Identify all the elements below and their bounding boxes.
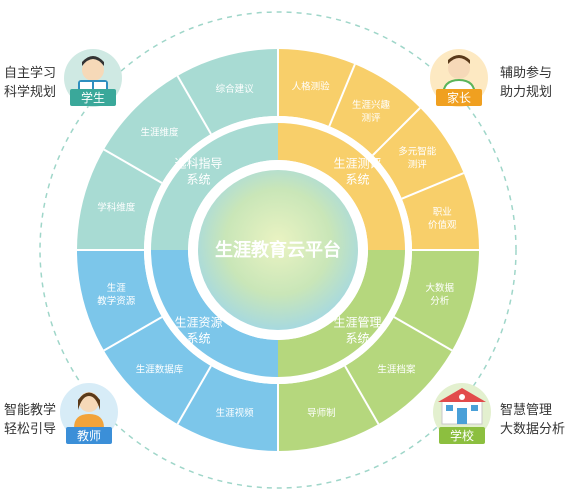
outer-label-green-1: 生涯档案 [377, 363, 416, 375]
teacher-badge: 教师 [60, 383, 118, 444]
student-badge: 学生 [64, 49, 122, 107]
inner-label-line: 生涯测评 [334, 156, 382, 170]
outer-ring-separators [77, 49, 479, 451]
outer-label-line: 职业 [433, 207, 452, 218]
outer-sector-blue [77, 250, 278, 451]
inner-sector-green [278, 250, 405, 377]
teacher-badge-label-bg [66, 427, 112, 444]
outer-label-teal-1: 生涯维度 [141, 127, 180, 139]
outer-separator [328, 63, 356, 127]
parent-badge: 家长 [430, 49, 488, 107]
outer-label-orange-3: 职业价值观 [428, 207, 457, 231]
inner-label-line: 系统 [186, 172, 210, 186]
inner-label-green: 生涯管理系统 [334, 315, 382, 346]
outer-label-line: 测评 [362, 113, 382, 124]
parent-badge-label-bg [436, 89, 482, 106]
inner-label-line: 系统 [346, 172, 370, 186]
outer-label-line: 教学资源 [97, 295, 136, 307]
hub-title: 生涯教育云平台 [215, 239, 341, 261]
outer-ring-labels: 学科维度生涯维度综合建议人格测验生涯兴趣测评多元智能测评职业价值观大数据分析生涯… [97, 81, 457, 419]
outer-label-line: 学科维度 [97, 202, 136, 214]
orbit-dashed-ring [39, 11, 517, 489]
school-icon [438, 388, 486, 425]
hub-circle [198, 170, 358, 330]
outer-label-line: 生涯兴趣 [352, 99, 391, 111]
outer-separator [372, 107, 421, 156]
outer-label-teal-0: 学科维度 [97, 202, 136, 214]
inner-sector-orange [278, 123, 405, 250]
outer-label-teal-2: 综合建议 [216, 83, 255, 95]
inner-label-line: 生涯管理 [334, 315, 382, 330]
outer-label-line: 生涯 [107, 282, 127, 294]
teacher-caption: 智能教学 轻松引导 [4, 401, 56, 439]
outer-label-blue-2: 生涯教学资源 [97, 282, 136, 307]
outer-separator [176, 365, 212, 425]
inner-sector-blue [151, 250, 278, 377]
teacher-icon [74, 392, 104, 428]
outer-sector-teal [77, 49, 278, 250]
outer-label-line: 生涯维度 [141, 127, 180, 139]
outer-label-orange-2: 多元智能测评 [398, 145, 437, 170]
outer-label-green-2: 导师制 [307, 407, 336, 419]
outer-label-blue-1: 生涯数据库 [136, 363, 184, 375]
outer-separator [344, 365, 380, 425]
student-caption-line-1: 自主学习 [4, 66, 57, 81]
inner-sector-teal [151, 123, 278, 250]
inner-label-line: 选科指导 [174, 155, 222, 170]
outer-label-line: 价值观 [428, 219, 457, 231]
outer-label-line: 生涯数据库 [136, 363, 184, 375]
inner-label-teal: 选科指导系统 [174, 155, 222, 186]
student-caption-line-2: 科学规划 [4, 85, 57, 100]
inner-label-blue: 生涯资源系统 [174, 316, 222, 346]
outer-label-line: 人格测验 [292, 81, 331, 93]
outer-label-line: 生涯档案 [377, 363, 416, 375]
outer-label-blue-0: 生涯视频 [216, 407, 255, 419]
school-badge: 学校 [433, 383, 491, 444]
school-caption: 智慧管理 大数据分析 [500, 401, 565, 439]
outer-separator [393, 316, 453, 352]
outer-separator [103, 316, 163, 352]
outer-label-orange-0: 人格测验 [292, 81, 331, 93]
outer-separator [401, 172, 465, 200]
teacher-caption-line-2: 轻松引导 [4, 422, 57, 437]
outer-label-line: 综合建议 [216, 83, 255, 95]
outer-label-line: 生涯视频 [216, 407, 255, 419]
outer-label-line: 导师制 [307, 407, 336, 419]
outer-label-green-0: 大数据分析 [426, 282, 455, 307]
parent-badge-label: 家长 [447, 90, 471, 105]
school-badge-label-bg [439, 427, 485, 444]
student-badge-label: 学生 [81, 90, 105, 105]
outer-label-line: 大数据 [426, 282, 455, 294]
inner-label-line: 生涯资源 [174, 316, 222, 330]
outer-label-line: 测评 [408, 159, 428, 170]
student-badge-label-bg [70, 89, 116, 106]
inner-label-line: 系统 [346, 332, 370, 346]
outer-label-line: 分析 [430, 295, 450, 307]
parent-caption-line-2: 助力规划 [500, 85, 553, 100]
teacher-badge-label: 教师 [77, 428, 101, 443]
outer-sector-green [278, 250, 479, 451]
school-badge-label: 学校 [450, 428, 474, 443]
outer-label-line: 多元智能 [398, 145, 437, 157]
parent-caption-line-1: 辅助参与 [500, 66, 553, 81]
school-caption-line-1: 智慧管理 [500, 403, 553, 418]
school-caption-line-2: 大数据分析 [500, 422, 566, 437]
student-caption: 自主学习 科学规划 [4, 64, 56, 102]
outer-separator [103, 148, 163, 184]
outer-label-orange-1: 生涯兴趣测评 [352, 99, 391, 124]
outer-separator [176, 75, 212, 135]
inner-ring [151, 123, 405, 377]
inner-label-line: 系统 [186, 332, 210, 346]
teacher-caption-line-1: 智能教学 [4, 403, 57, 418]
parent-caption: 辅助参与 助力规划 [500, 64, 552, 102]
inner-label-orange: 生涯测评系统 [334, 156, 382, 186]
